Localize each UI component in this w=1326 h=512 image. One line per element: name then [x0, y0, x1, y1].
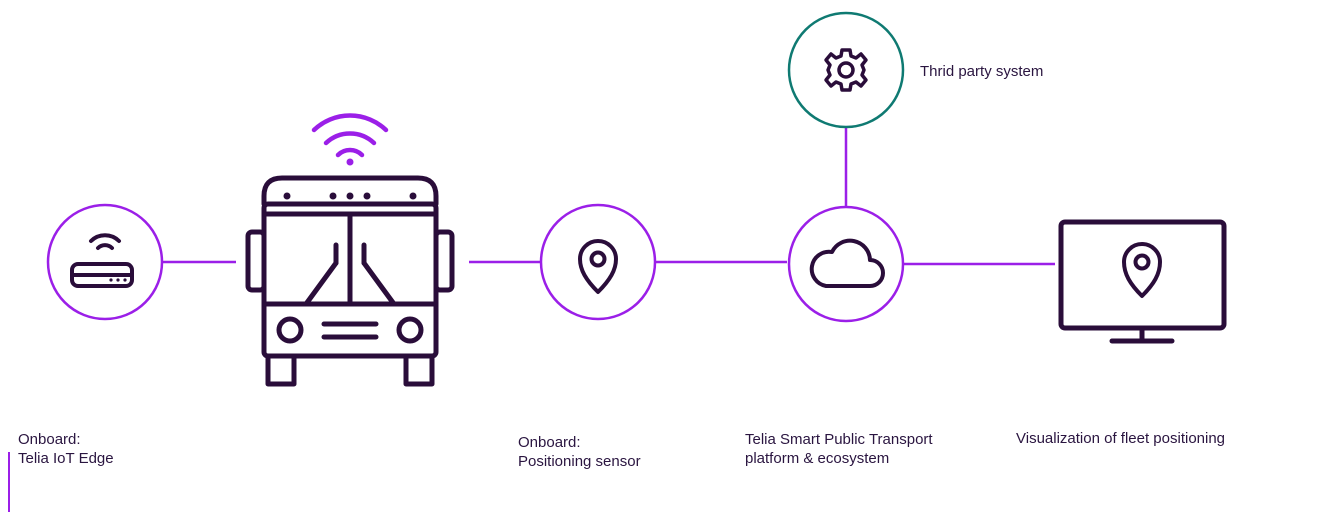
- router-icon: [70, 233, 134, 288]
- bus-icon: [245, 175, 455, 387]
- cloud-label-line1: Telia Smart Public Transport: [745, 431, 933, 448]
- cloud-label: Telia Smart Public Transport platform & …: [745, 430, 933, 468]
- router-label-line2: Telia IoT Edge: [18, 450, 114, 467]
- third-party-label: Thrid party system: [920, 63, 1044, 80]
- sensor-label: Onboard: Positioning sensor: [518, 433, 641, 471]
- cloud-label-line2: platform & ecosystem: [745, 450, 890, 467]
- sensor-node: [539, 203, 657, 321]
- sensor-label-line1: Onboard:: [518, 434, 581, 451]
- cloud-node: [787, 205, 905, 323]
- monitor-icon: [1058, 219, 1227, 344]
- gear-icon: [824, 48, 868, 92]
- monitor-location-pin-icon: [1122, 242, 1162, 298]
- router-label-line1: Onboard:: [18, 431, 81, 448]
- location-pin-icon: [578, 239, 618, 294]
- router-node: [46, 203, 164, 321]
- wifi-icon: [311, 113, 389, 166]
- accent-bar: [8, 452, 10, 512]
- router-label: Onboard: Telia IoT Edge: [18, 430, 114, 468]
- sensor-label-line2: Positioning sensor: [518, 453, 641, 470]
- monitor-label: Visualization of fleet positioning: [1016, 430, 1226, 447]
- third-party-node: [787, 11, 905, 129]
- cloud-icon: [809, 238, 885, 288]
